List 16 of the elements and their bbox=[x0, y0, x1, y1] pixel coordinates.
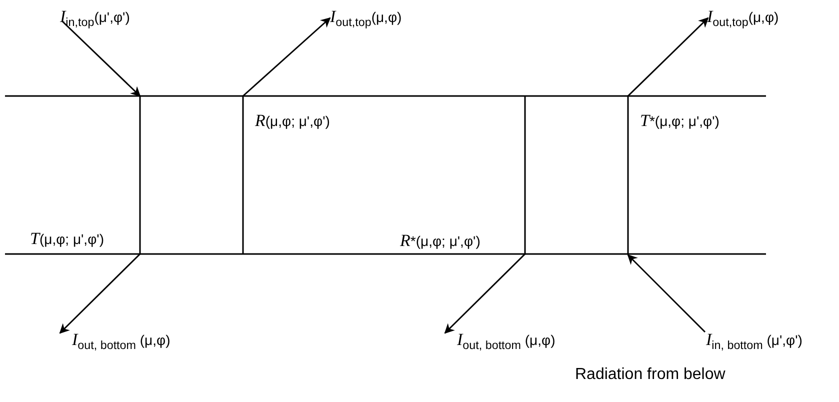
radiance-label: I$_{in, bottom}$ (μ',φ') bbox=[706, 331, 802, 355]
radiation-arrow bbox=[242, 17, 331, 97]
radiation-arrow bbox=[627, 254, 706, 333]
radiance-label: I$_{out, bottom}$ (μ,φ) bbox=[72, 331, 170, 355]
coefficient-label: T(μ,φ; μ',φ') bbox=[30, 230, 104, 248]
radiation-arrow bbox=[61, 20, 141, 97]
coefficient-label: T*(μ,φ; μ',φ') bbox=[640, 112, 720, 130]
radiance-label: I$_{out,top}$(μ,φ) bbox=[707, 8, 779, 32]
coefficient-label: R*(μ,φ; μ',φ') bbox=[400, 232, 480, 250]
caption: Radiation from below bbox=[575, 366, 726, 384]
coefficient-label: R(μ,φ; μ',φ') bbox=[255, 112, 330, 130]
radiation-arrow bbox=[59, 253, 141, 334]
radiance-label: I$_{out,top}$(μ,φ) bbox=[330, 8, 402, 32]
radiance-label: I$_{out, bottom}$ (μ,φ) bbox=[457, 331, 556, 355]
radiation-arrow bbox=[444, 253, 526, 334]
radiation-arrow bbox=[627, 17, 709, 97]
